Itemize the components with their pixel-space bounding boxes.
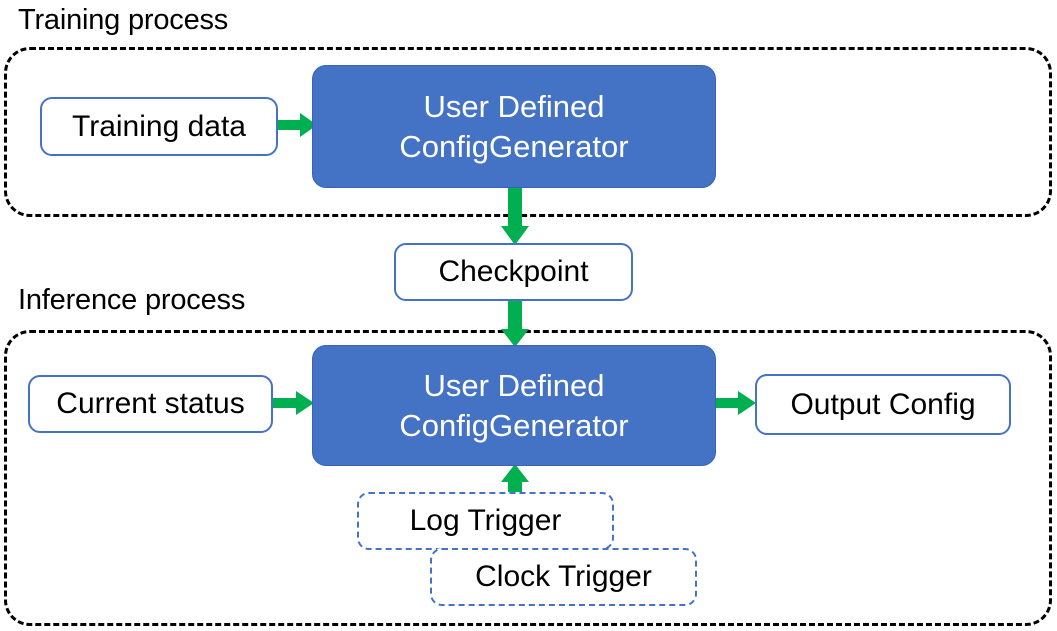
generator-title-line1: User Defined	[423, 367, 605, 403]
generator-title-line1: User Defined	[423, 88, 605, 124]
arrow-log-trigger-to-generator	[500, 464, 530, 498]
inference-process-group	[4, 330, 1052, 626]
node-user-defined-configgenerator-training[interactable]: User Defined ConfigGenerator	[312, 65, 716, 188]
node-clock-trigger[interactable]: Clock Trigger	[430, 548, 697, 606]
node-log-trigger[interactable]: Log Trigger	[357, 492, 614, 550]
arrow-checkpoint-to-generator	[500, 299, 530, 348]
training-process-group	[4, 47, 1052, 217]
arrow-generator-to-checkpoint	[500, 186, 530, 246]
node-output-config[interactable]: Output Config	[755, 374, 1011, 435]
node-current-status[interactable]: Current status	[28, 375, 273, 433]
generator-title-line2: ConfigGenerator	[399, 128, 629, 164]
arrow-training-data-to-generator	[276, 112, 318, 138]
node-checkpoint[interactable]: Checkpoint	[394, 243, 633, 301]
node-user-defined-configgenerator-inference[interactable]: User Defined ConfigGenerator	[312, 345, 716, 466]
training-process-label: Training process	[18, 4, 229, 36]
arrow-current-status-to-generator	[271, 390, 315, 416]
inference-process-label: Inference process	[18, 284, 246, 316]
generator-title-line2: ConfigGenerator	[399, 407, 629, 443]
arrow-generator-to-output-config	[714, 390, 757, 416]
node-training-data[interactable]: Training data	[40, 97, 278, 156]
